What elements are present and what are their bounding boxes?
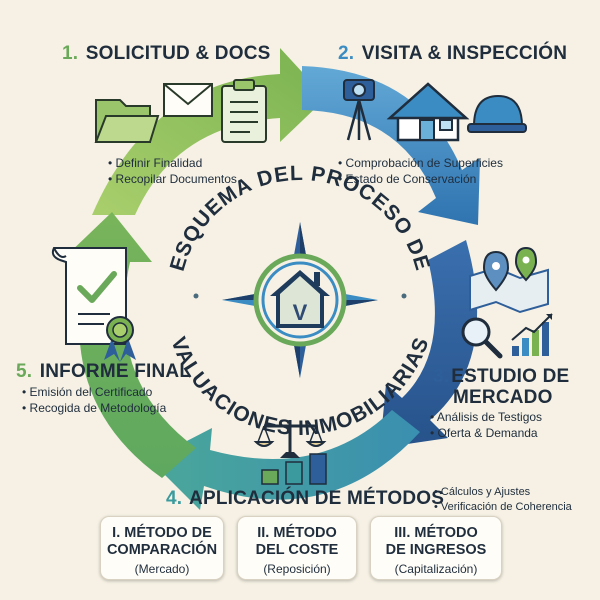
folder-icon — [94, 99, 160, 143]
step-2-label: VISITA & INSPECCIÓN — [361, 43, 568, 64]
step-4-number: 4. — [166, 488, 183, 509]
step-3-label: ESTUDIO DE — [451, 366, 570, 387]
envelope-icon — [163, 83, 213, 117]
scales-icon — [253, 420, 327, 458]
step-4-title: 4. APLICACIÓN DE MÉTODOS — [166, 488, 444, 510]
method-card-line1: I. MÉTODO DE — [112, 525, 212, 541]
method-card-comparacion: I. MÉTODO DE COMPARACIÓN (Mercado) — [100, 516, 224, 580]
step-1-bullets: Definir Finalidad Recopilar Documentos — [108, 155, 237, 187]
bullet: Análisis de Testigos — [430, 409, 542, 425]
bullet: Recogida de Metodología — [22, 400, 167, 416]
method-card-coste: II. MÉTODO DEL COSTE (Reposición) — [237, 516, 357, 580]
step-1-label: SOLICITUD & DOCS — [85, 43, 271, 64]
step-3-label-line2: MERCADO — [453, 387, 553, 408]
hard-hat-icon — [467, 94, 527, 133]
map-pins-icon — [469, 246, 549, 314]
house-compass-logo: V — [222, 222, 378, 378]
bullet: Estado de Conservación — [338, 171, 503, 187]
step-5-label: INFORME FINAL — [39, 361, 192, 382]
step-3-number: 3. — [433, 366, 450, 387]
bullet: Recopilar Documentos — [108, 171, 237, 187]
arrow-step-2 — [302, 66, 480, 225]
method-card-line2: DEL COSTE — [255, 542, 339, 558]
step-5-number: 5. — [16, 361, 33, 382]
method-card-sub: (Reposición) — [263, 562, 331, 576]
bullet: Comprobación de Superficies — [338, 155, 503, 171]
step-3-bullets: Análisis de Testigos Oferta & Demanda — [430, 409, 542, 441]
clipboard-icon — [221, 79, 267, 143]
step-2-title: 2. VISITA & INSPECCIÓN — [338, 43, 567, 65]
method-card-sub: (Capitalización) — [394, 562, 478, 576]
svg-text:V: V — [293, 300, 308, 325]
certificate-icon — [51, 247, 136, 362]
step-3-title: 3.ESTUDIO DE MERCADO — [433, 366, 569, 408]
methods-bar-chart-icon — [261, 453, 327, 485]
house-icon — [386, 82, 470, 142]
camera-tripod-icon — [343, 79, 375, 141]
step-1-number: 1. — [62, 43, 79, 64]
bullet: Oferta & Demanda — [430, 425, 542, 441]
method-card-sub: (Mercado) — [134, 562, 190, 576]
step-5-title: 5. INFORME FINAL — [16, 361, 191, 383]
arrow-step-4 — [150, 410, 420, 510]
bullet: Emisión del Certificado — [22, 384, 166, 400]
step-5-bullets: Emisión del Certificado Recogida de Meto… — [22, 384, 167, 416]
method-card-line1: II. MÉTODO — [257, 525, 337, 541]
step-4-label: APLICACIÓN DE MÉTODOS — [189, 488, 445, 509]
method-card-line1: III. MÉTODO — [394, 525, 478, 541]
method-card-ingresos: III. MÉTODO DE INGRESOS (Capitalización) — [370, 516, 502, 580]
magnifier-icon — [461, 317, 503, 359]
method-card-line2: DE INGRESOS — [385, 542, 487, 558]
method-card-line2: COMPARACIÓN — [106, 542, 218, 558]
step-1-title: 1. SOLICITUD & DOCS — [62, 43, 271, 65]
bullet: Verificación de Coherencia — [434, 500, 572, 515]
bullet: Definir Finalidad — [108, 155, 237, 171]
bullet: Cálculos y Ajustes — [434, 485, 572, 500]
arrow-step-3 — [380, 240, 478, 448]
step-4-bullets: Cálculos y Ajustes Verificación de Coher… — [434, 485, 572, 515]
step-2-bullets: Comprobación de Superficies Estado de Co… — [338, 155, 503, 187]
bar-chart-icon — [511, 313, 553, 356]
step-2-number: 2. — [338, 43, 355, 64]
